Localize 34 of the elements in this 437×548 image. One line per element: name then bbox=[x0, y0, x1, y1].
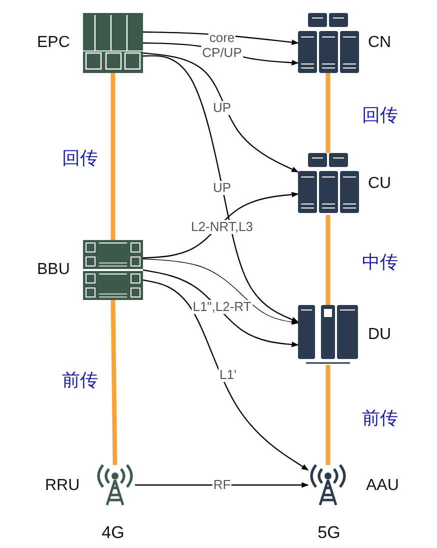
link-type-label: 前传 bbox=[62, 369, 98, 392]
arrow bbox=[142, 279, 309, 470]
link-type-label: 回传 bbox=[62, 147, 98, 170]
edge-label: RF bbox=[212, 478, 232, 492]
node-label: EPC bbox=[37, 34, 70, 52]
edge-label: L1",L2-RT bbox=[192, 300, 252, 314]
edge-label: L2-NRT,L3 bbox=[190, 220, 254, 234]
node-label: AAU bbox=[366, 477, 399, 495]
arrow bbox=[135, 482, 309, 488]
node-label: CN bbox=[368, 34, 392, 52]
link-line bbox=[326, 73, 330, 153]
generation-label: 4G bbox=[102, 523, 124, 543]
edge-label: core bbox=[208, 31, 236, 45]
arrow bbox=[142, 269, 299, 348]
link-line bbox=[326, 215, 330, 305]
link-line bbox=[110, 300, 118, 466]
generation-label: 5G bbox=[318, 523, 340, 543]
arrow bbox=[142, 258, 299, 325]
node-label: BBU bbox=[37, 261, 70, 279]
link-line bbox=[110, 73, 116, 240]
edge-label: CP/UP bbox=[201, 46, 243, 60]
arrow bbox=[142, 55, 299, 323]
edge-label: L1' bbox=[218, 368, 238, 382]
node-label: RRU bbox=[45, 477, 80, 495]
arrow bbox=[142, 192, 299, 259]
link-line bbox=[326, 365, 330, 465]
arrow bbox=[142, 52, 299, 173]
link-type-label: 中传 bbox=[362, 251, 398, 274]
edge-label: UP bbox=[212, 181, 232, 195]
link-type-label: 前传 bbox=[362, 407, 398, 430]
edge-label: UP bbox=[212, 101, 232, 115]
node-label: DU bbox=[368, 326, 392, 344]
link-type-label: 回传 bbox=[362, 104, 398, 127]
node-label: CU bbox=[368, 175, 392, 193]
